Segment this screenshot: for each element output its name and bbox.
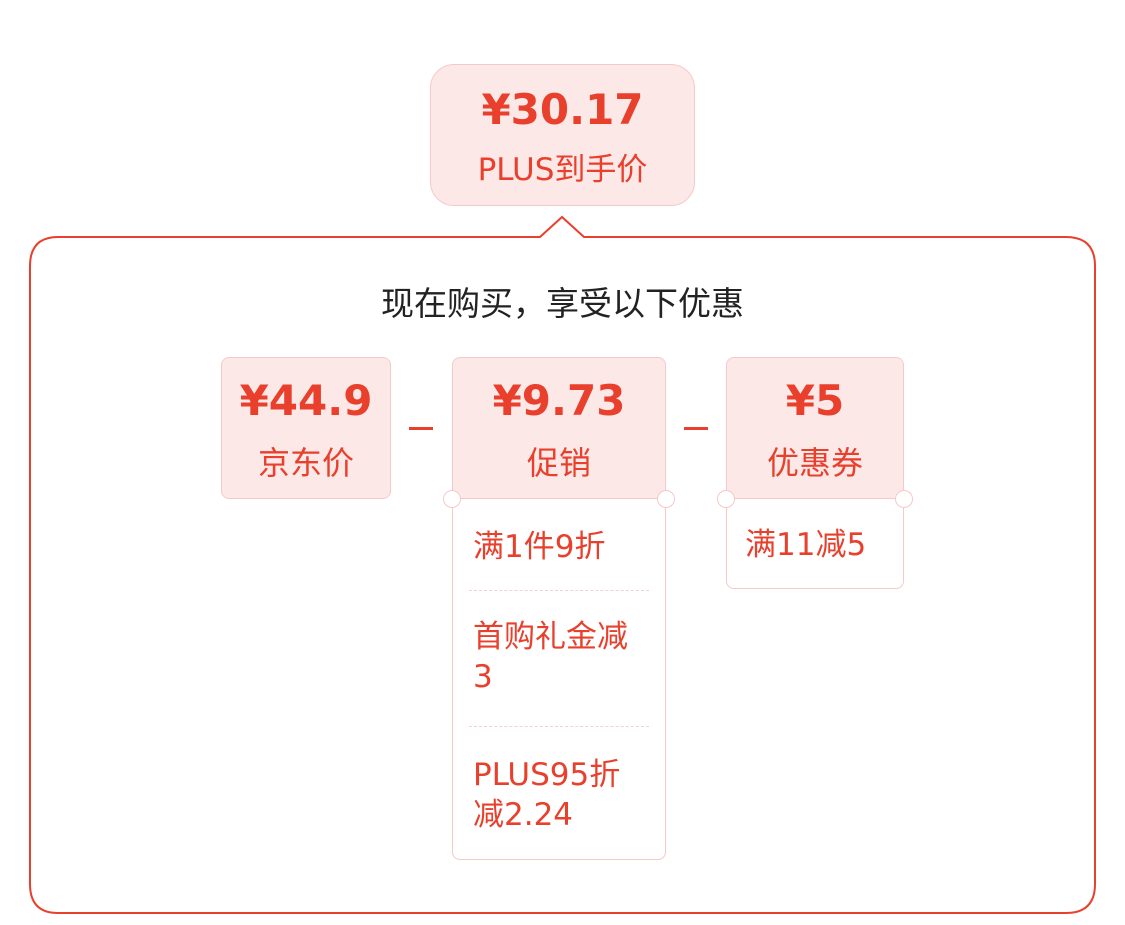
jd-price-card: ¥44.9 京东价 (221, 357, 391, 499)
ticket-notch (443, 490, 461, 508)
ticket-notch (895, 490, 913, 508)
promo-headline: 现在购买，享受以下优惠 (381, 284, 744, 323)
dashed-divider (469, 726, 649, 727)
promotion-item: 首购礼金减3 (473, 619, 628, 695)
promotion-item: 满1件9折 (473, 529, 606, 565)
final-price: ¥30.17 (481, 85, 644, 134)
promotion-label: 促销 (526, 444, 591, 482)
ticket-notch (657, 490, 675, 508)
coupon-label: 优惠券 (766, 444, 863, 482)
promotion-card: ¥9.73 促销 (452, 357, 666, 499)
promotion-item: PLUS95折减2.24 (473, 757, 621, 833)
coupon-amount: ¥5 (785, 376, 845, 425)
coupon-item: 满11减5 (745, 527, 867, 563)
promotion-details: 满1件9折 首购礼金减3 PLUS95折减2.24 (452, 499, 666, 860)
jd-price-label: 京东价 (257, 444, 354, 482)
coupon-card: ¥5 优惠券 (726, 357, 904, 499)
dashed-divider (469, 590, 649, 591)
coupon-details: 满11减5 (726, 499, 904, 589)
final-price-label: PLUS到手价 (477, 152, 648, 188)
minus-operator (409, 427, 433, 430)
minus-operator (684, 427, 708, 430)
jd-price-amount: ¥44.9 (239, 376, 373, 425)
promotion-amount: ¥9.73 (492, 376, 626, 425)
ticket-notch (717, 490, 735, 508)
final-price-bubble: ¥30.17 PLUS到手价 (430, 64, 695, 206)
